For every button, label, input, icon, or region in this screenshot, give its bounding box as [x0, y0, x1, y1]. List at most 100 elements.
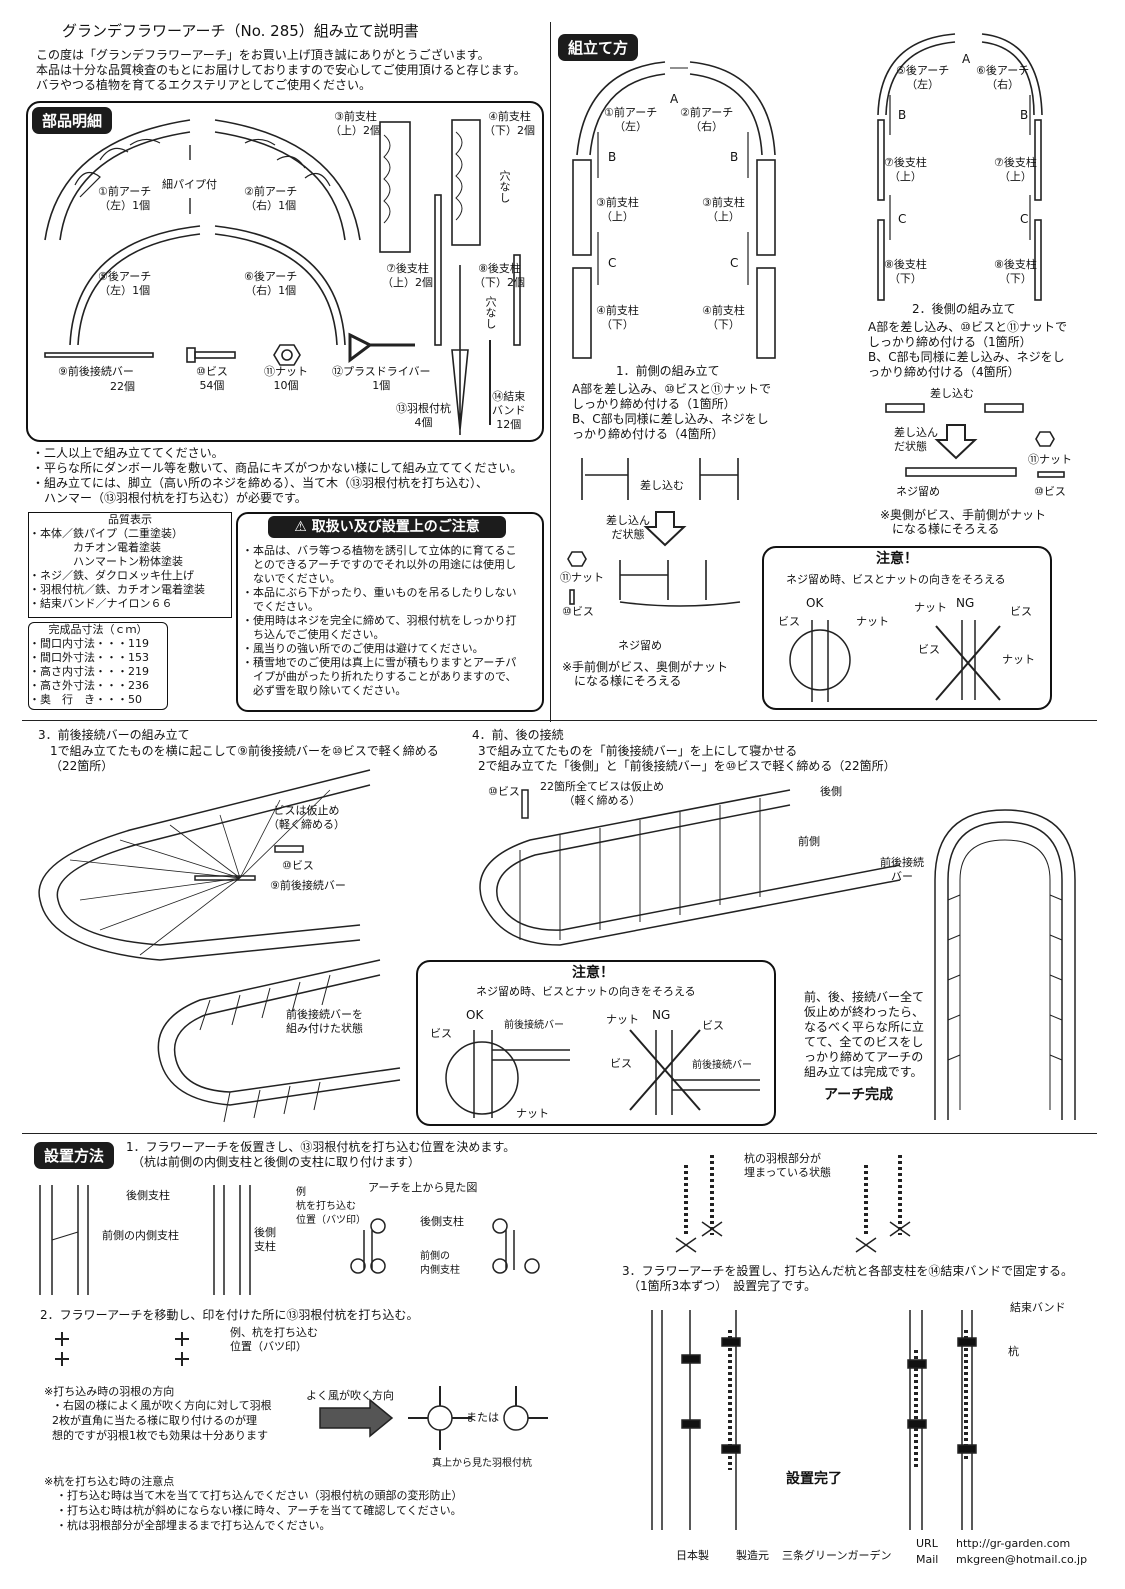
care-line: ・杭は羽根部分が全部埋まるまで打ち込んでください。	[56, 1519, 331, 1532]
url-link[interactable]: http://gr-garden.com	[956, 1537, 1071, 1550]
label-b: B	[608, 150, 617, 164]
label-back-post-upper: ⑦後支柱 （上）	[994, 156, 1037, 183]
label-front-post-upper: ③前支柱 （上）	[596, 196, 639, 223]
caution-line: ないでください。	[242, 572, 341, 585]
stake-label: 杭	[1008, 1345, 1019, 1358]
top-view-label: アーチを上から見た図	[368, 1181, 478, 1194]
completed-arch-shape	[934, 809, 1076, 1120]
front-post-upper-shape	[379, 121, 411, 253]
back-arch-left-shape	[69, 225, 201, 346]
nut-label: ナット	[856, 615, 889, 628]
assembled-back-arch-left	[877, 33, 956, 116]
care-line: ・打ち込む時は当て木を当てて打ち込んでください（羽根付杭の頭部の変形防止）	[56, 1489, 463, 1502]
step3-title: 3．前後接続バーの組み立て	[38, 728, 190, 742]
bis-label: ⑩ビス	[488, 785, 520, 798]
arch-side-shape	[38, 769, 371, 961]
no-hole-label: 穴なし	[484, 296, 497, 329]
label-back-arch-right: ⑥後アーチ （右）	[976, 64, 1030, 91]
screw-label: ネジ留め	[618, 639, 662, 652]
part-12-label: ⑫プラスドライバー 1個	[332, 365, 431, 392]
maker-label: 製造元	[736, 1549, 769, 1562]
assembled-back-arch-right	[981, 33, 1043, 116]
install-step2: 2．フラワーアーチを移動し、印を付けた所に⑬羽根付杭を打ち込む。	[40, 1308, 419, 1322]
step2-line: A部を差し込み、⑩ビスと⑪ナットで	[868, 320, 1067, 334]
arch-complete-label: アーチ完成	[824, 1087, 894, 1103]
attention-sub: ネジ留め時、ビスとナットの向きをそろえる	[476, 985, 696, 998]
horizontal-divider	[22, 1133, 1097, 1134]
care-title: ※杭を打ち込む時の注意点	[44, 1475, 175, 1488]
attention-box-2	[416, 960, 776, 1126]
bis-label: ビス	[610, 1057, 632, 1070]
part-5-label: ⑤後アーチ （左）1個	[98, 270, 152, 297]
or-label: または	[466, 1411, 499, 1424]
label-back-post-lower: ⑧後支柱 （下）	[994, 258, 1037, 285]
intro-line: バラやつる植物を育てるエクステリアとしてご使用ください。	[36, 78, 372, 92]
quality-line: ・ネジ／鉄、ダクロメッキ仕上げ	[29, 569, 194, 582]
step4-line: 3で組み立てたものを「前後接続バー」を上にして寝かせる	[478, 744, 798, 758]
back-post-lower-shape	[513, 254, 521, 346]
nut-label: ナット	[1002, 653, 1035, 666]
bis-label: ビス	[702, 1019, 724, 1032]
part-3-label: ③前支柱 （上）2個	[330, 110, 381, 137]
intro-line: 本品は十分な品質検査のもとにお届けしておりますので安心してご使用頂けると存じます…	[36, 63, 526, 77]
connect-bar-shape	[44, 352, 154, 358]
install-header: 設置方法	[34, 1142, 115, 1169]
part-11-label: ⑪ナット 10個	[264, 365, 308, 392]
step1-line: っかり締め付ける（4箇所）	[572, 427, 724, 441]
bis-label: ビス	[430, 1027, 452, 1040]
wing-line: ・右図の様によく風が吹く方向に対して羽根	[52, 1399, 272, 1412]
caution-line: ・本品にぶら下がったり、重いものを吊るしたりしない	[242, 586, 517, 599]
nut-shape	[273, 344, 301, 366]
step3-text: 1で組み立てたものを横に起こして⑨前後接続バーを⑩ビスで軽く締める （22箇所）	[50, 744, 439, 774]
temp-fix-label: ビスは仮止め （軽く締める）	[268, 804, 345, 831]
back-post-label-3: 後側支柱	[420, 1215, 464, 1228]
label-a: A	[670, 92, 679, 106]
wing-line: 2枚が直角に当たる様に取り付けるのが理	[52, 1414, 257, 1427]
band-label: 結束バンド	[1010, 1301, 1066, 1314]
wing-title: ※打ち込み時の羽根の方向	[44, 1385, 175, 1398]
assembly-header: 組立て方	[558, 34, 639, 61]
back-arch-right-shape	[214, 225, 346, 346]
bis-label: ⑩ビス	[282, 859, 314, 872]
bis-label: ビス	[918, 643, 940, 656]
part-4-label: ④前支柱 （下）2個	[484, 110, 535, 137]
ok-label: OK	[466, 1008, 484, 1022]
bar-label: 前後接続バー	[692, 1060, 752, 1071]
front-note: ※手前側がビス、奥側がナット になる様にそろえる	[562, 660, 729, 688]
install-step3-line: 3．フラワーアーチを設置し、打ち込んだ杭と各部支柱を⑭結束バンドで固定する。	[622, 1264, 1074, 1278]
no-hole-label: 穴なし	[498, 170, 511, 203]
label-c: C	[730, 256, 739, 270]
horizontal-divider	[22, 720, 1097, 721]
mail-link[interactable]: mkgreen@hotmail.co.jp	[956, 1553, 1088, 1566]
caution-line: でください。	[242, 600, 319, 613]
final-note-line: てて、全てのビスをし	[804, 1035, 924, 1049]
label-c: C	[898, 212, 907, 226]
step1-line: B、C部も同様に差し込み、ネジをし	[572, 412, 769, 426]
part-7-label: ⑦後支柱 （上）2個	[382, 262, 433, 289]
caution-box	[236, 512, 544, 712]
ng-label: NG	[652, 1008, 671, 1022]
attention-title: 注意！	[572, 965, 614, 981]
nut-label: ナット	[914, 601, 947, 614]
care-text: ・打ち込む時は当て木を当てて打ち込んでください（羽根付杭の頭部の変形防止） ・打…	[56, 1488, 462, 1533]
dimension-line: ・奥 行 き・・・50	[29, 693, 142, 706]
step2-line: B、C部も同様に差し込み、ネジをし	[868, 350, 1065, 364]
dimension-line: ・高さ内寸法・・・219	[29, 665, 149, 678]
dimensions-box: 完成品寸法（ｃｍ） ・間口内寸法・・・119 ・間口外寸法・・・153 ・高さ内…	[28, 622, 168, 710]
bis-label: ビス	[778, 615, 800, 628]
stake-position-example: 例 杭を打ち込む 位置（バツ印）	[296, 1187, 366, 1226]
front-inner-post-label: 前側の内側支柱	[102, 1229, 179, 1242]
quality-line: ・羽根付杭／鉄、カチオン電着塗装	[29, 583, 205, 596]
back-note: ※奥側がビス、手前側がナット になる様にそろえる	[880, 508, 1047, 536]
label-back-post-lower: ⑧後支柱 （下）	[884, 258, 927, 285]
insert-label: 差し込む	[930, 387, 974, 400]
caution-header: ⚠ 取扱い及び設置上のご注意	[268, 516, 506, 538]
mail-label: Mail	[916, 1553, 939, 1566]
step4-title: 4．前、後の接続	[472, 728, 564, 742]
install-step1-line: 1．フラワーアーチを仮置きし、⑬羽根付杭を打ち込む位置を決めます。	[126, 1140, 516, 1154]
final-note-line: なるべく平らな所に立	[804, 1020, 925, 1034]
intro-text: この度は「グランデフラワーアーチ」をお買い上げ頂き誠にありがとうございます。 本…	[36, 48, 525, 93]
